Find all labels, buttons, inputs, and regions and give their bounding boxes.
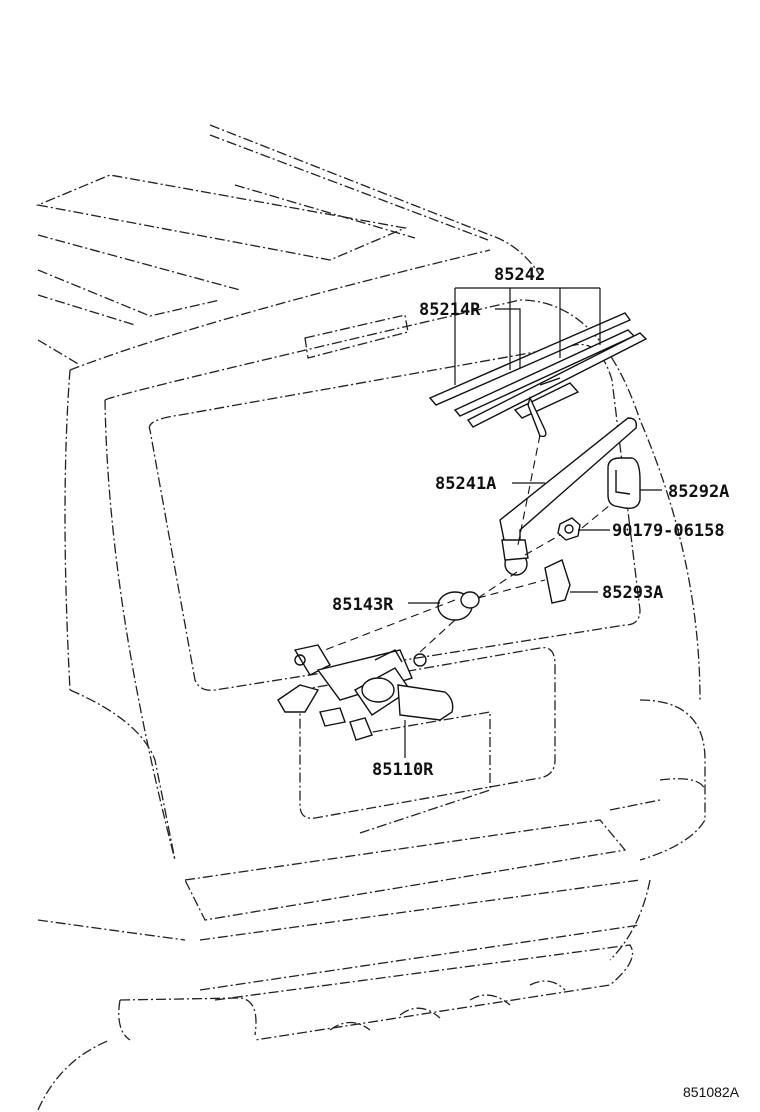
grommet [437,591,480,621]
part-label-85293A: 85293A [602,583,663,603]
wiper-arm-cap [607,457,641,510]
wiper-motor [277,644,454,741]
vehicle-body-outline [35,124,706,1111]
part-label-85214R: 85214R [419,300,481,320]
assembly-dashed-lines [324,434,611,653]
part-label-90179-06158: 90179-06158 [612,521,725,541]
wiper-arm [499,417,638,576]
figure-code: 851082A [683,1084,740,1100]
wiper-blade-assembly [428,312,648,438]
part-label-85110R: 85110R [372,760,434,780]
pivot-cap [544,559,571,604]
nut [557,517,581,541]
part-label-85241A: 85241A [435,474,496,494]
part-label-85143R: 85143R [332,595,394,615]
part-label-85242: 85242 [494,265,545,285]
part-label-85292A: 85292A [668,482,729,502]
leader-lines [404,287,662,758]
